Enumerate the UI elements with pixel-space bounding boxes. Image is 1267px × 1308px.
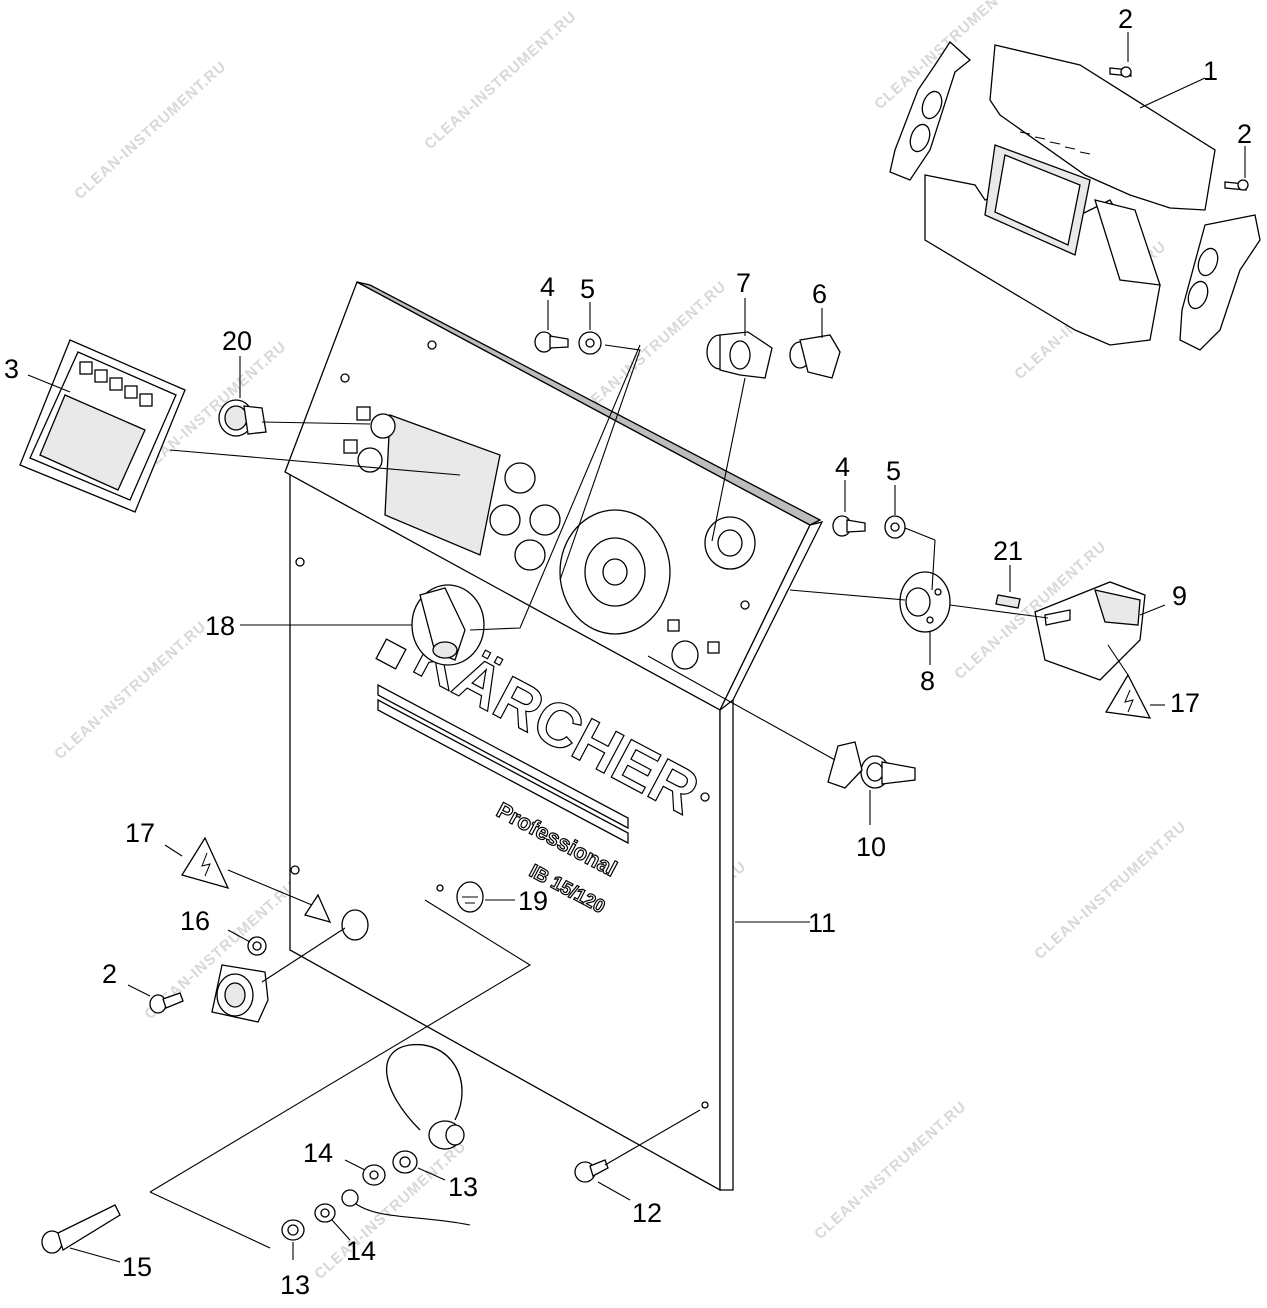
control-panel: KÄRCHER Professional IB 15/120 (284, 281, 824, 1192)
watermark-text: CLEAN-INSTRUMENT.RU (1031, 818, 1190, 963)
watermark-text: CLEAN-INSTRUMENT.RU (71, 58, 230, 203)
screw (574, 1159, 609, 1183)
callout-11: 11 (808, 908, 836, 938)
callout-12: 12 (632, 1198, 662, 1228)
callout-5: 5 (886, 456, 901, 486)
callout-7: 7 (736, 268, 751, 298)
callout-18: 18 (205, 611, 235, 641)
washer (578, 331, 602, 355)
socket-connector (211, 964, 269, 1023)
callout-6: 6 (812, 279, 827, 309)
washer (362, 1164, 386, 1186)
rotary-knob (411, 584, 485, 666)
watermark-text: CLEAN-INSTRUMENT.RU (421, 8, 580, 153)
label-tag (995, 594, 1021, 609)
callout-15: 15 (122, 1252, 152, 1282)
long-bolt (41, 1204, 121, 1254)
warning-label (1104, 673, 1152, 719)
callout-16: 16 (180, 906, 210, 936)
callout-14: 14 (346, 1236, 376, 1266)
mounting-flange (899, 571, 951, 633)
callout-2: 2 (1118, 4, 1133, 34)
screw (832, 515, 866, 537)
callout-9: 9 (1172, 581, 1187, 611)
push-button (218, 399, 267, 437)
grommet (392, 1150, 418, 1174)
indicator-lamp (706, 331, 773, 379)
callout-10: 10 (856, 832, 886, 862)
callout-8: 8 (920, 666, 935, 696)
switch-block (1034, 581, 1146, 681)
callout-4: 4 (540, 272, 555, 302)
nut (247, 936, 267, 956)
callout-19: 19 (518, 886, 548, 916)
grommet (281, 1219, 305, 1241)
callout-13: 13 (448, 1172, 478, 1202)
callout-1: 1 (1203, 56, 1218, 86)
callout-20: 20 (222, 326, 252, 356)
callout-17: 17 (1170, 688, 1200, 718)
watermark-text: CLEAN-INSTRUMENT.RU (811, 1098, 970, 1243)
screw (149, 992, 184, 1014)
screw (534, 331, 569, 353)
watermark-text: CLEAN-INSTRUMENT.RU (51, 618, 210, 763)
callout-4: 4 (835, 452, 850, 482)
washer (884, 515, 906, 539)
warning-label (180, 836, 230, 890)
screw-small (1109, 66, 1249, 191)
ground-cable (341, 1189, 471, 1226)
callout-5: 5 (580, 274, 595, 304)
callout-13: 13 (280, 1270, 310, 1300)
cable-clamp (386, 1044, 465, 1150)
key-lock-switch (827, 741, 916, 789)
callout-21: 21 (993, 536, 1023, 566)
washer (314, 1203, 336, 1223)
callout-17: 17 (125, 818, 155, 848)
callout-2: 2 (102, 959, 117, 989)
display-overlay (19, 339, 186, 513)
callout-2: 2 (1237, 119, 1252, 149)
lamp-holder (789, 334, 841, 379)
callout-labels: 1 2 2 2 3 4 4 5 5 6 7 8 9 10 11 12 13 13… (4, 4, 1252, 1300)
electronics-bracket (889, 41, 1261, 351)
leader-lines (27, 32, 1246, 1263)
callout-14: 14 (303, 1138, 333, 1168)
callout-3: 3 (4, 354, 19, 384)
